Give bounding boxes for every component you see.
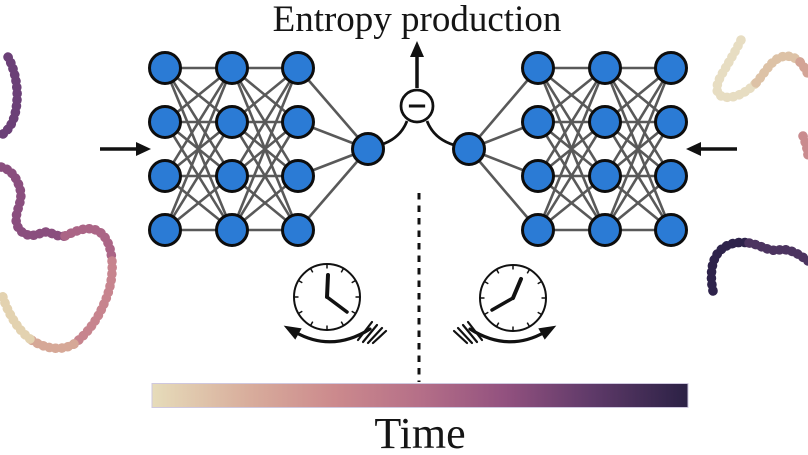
- neuron-node: [215, 105, 249, 139]
- neuron-node: [281, 105, 315, 139]
- right-output-connector: [425, 120, 455, 147]
- figure-title: Entropy production: [273, 0, 562, 40]
- time-axis-label: Time: [374, 409, 465, 455]
- neuron-node: [148, 105, 182, 139]
- clock-tick: [495, 322, 500, 327]
- edge-line: [230, 67, 300, 177]
- clockwise-arrow-icon: [452, 320, 557, 345]
- clock-tick: [298, 310, 303, 315]
- reverse-trajectory: [706, 35, 808, 296]
- clock-tick: [484, 280, 489, 285]
- neuron-node: [588, 159, 622, 193]
- edge-line: [603, 121, 673, 231]
- trajectory-segment: [0, 162, 70, 242]
- edge-line: [163, 67, 234, 177]
- neuron-node: [215, 213, 249, 247]
- clock-tick: [495, 269, 500, 274]
- edge-line: [468, 148, 539, 231]
- neuron-node: [148, 159, 182, 193]
- trajectory-segment: [69, 256, 117, 349]
- edge-line: [230, 121, 300, 231]
- trajectory-segment: [25, 334, 79, 354]
- entropy-output-arrow: [410, 41, 424, 88]
- forward-clock-icon: [479, 264, 547, 332]
- backward-clock-icon: [293, 263, 361, 331]
- edge-line: [163, 121, 234, 231]
- edge-line: [603, 67, 673, 177]
- neuron-node: [588, 51, 622, 85]
- clock-tick: [340, 321, 345, 326]
- trajectory-segment: [0, 52, 22, 139]
- right-input-arrow: [686, 142, 737, 156]
- trajectory-segment: [706, 237, 754, 296]
- forward-network: [148, 51, 385, 247]
- neuron-node: [148, 213, 182, 247]
- neuron-node: [215, 159, 249, 193]
- counterclockwise-arrow-icon: [283, 320, 388, 345]
- edge-line: [297, 148, 369, 231]
- arrowhead-left-icon: [686, 142, 701, 156]
- clock-tick: [351, 310, 356, 315]
- edge-line: [297, 67, 369, 150]
- clock-tick: [298, 279, 303, 284]
- forward-trajectory: [0, 52, 117, 354]
- arrowhead-right-icon: [136, 142, 151, 156]
- neuron-node: [521, 159, 555, 193]
- minus-icon: −: [399, 88, 435, 124]
- trajectory-segment: [751, 51, 805, 88]
- neuron-node: [588, 105, 622, 139]
- trajectory-segment: [744, 238, 808, 266]
- reverse-network: [452, 51, 688, 247]
- neuron-node: [148, 51, 182, 85]
- trajectory-segment: [795, 57, 808, 80]
- neuron-node: [654, 51, 688, 85]
- neuron-node: [452, 132, 486, 166]
- trajectory-segment: [712, 35, 761, 103]
- trajectory-segment: [798, 131, 808, 162]
- time-colorbar: [151, 383, 689, 408]
- neuron-node: [654, 159, 688, 193]
- neuron-node: [654, 105, 688, 139]
- edge-line: [230, 67, 300, 231]
- edge-line: [536, 121, 607, 231]
- clock-tick: [526, 322, 531, 327]
- trajectory-segment: [60, 224, 117, 266]
- trajectory-segment: [0, 289, 35, 344]
- edge-line: [536, 67, 607, 231]
- neuron-node: [521, 105, 555, 139]
- clock-tick: [309, 268, 314, 273]
- clock-tick: [484, 311, 489, 316]
- neuron-node: [521, 213, 555, 247]
- arrowhead-up-icon: [410, 41, 424, 57]
- edge-line: [536, 67, 607, 177]
- neuron-node: [215, 51, 249, 85]
- left-input-arrow: [100, 142, 151, 156]
- clock-tick: [340, 268, 345, 273]
- clock-tick: [351, 279, 356, 284]
- neuron-node: [281, 51, 315, 85]
- neuron-node: [351, 132, 385, 166]
- clock-tick: [537, 280, 542, 285]
- neuron-node: [521, 51, 555, 85]
- edge-line: [163, 67, 234, 231]
- clock-tick: [309, 321, 314, 326]
- clock-tick: [526, 269, 531, 274]
- neuron-node: [654, 213, 688, 247]
- edge-line: [603, 67, 673, 231]
- clock-tick: [537, 311, 542, 316]
- edge-line: [468, 67, 539, 150]
- minus-symbol: −: [406, 91, 428, 121]
- neuron-node: [281, 213, 315, 247]
- left-output-connector: [379, 120, 409, 147]
- neuron-node: [281, 159, 315, 193]
- neuron-node: [588, 213, 622, 247]
